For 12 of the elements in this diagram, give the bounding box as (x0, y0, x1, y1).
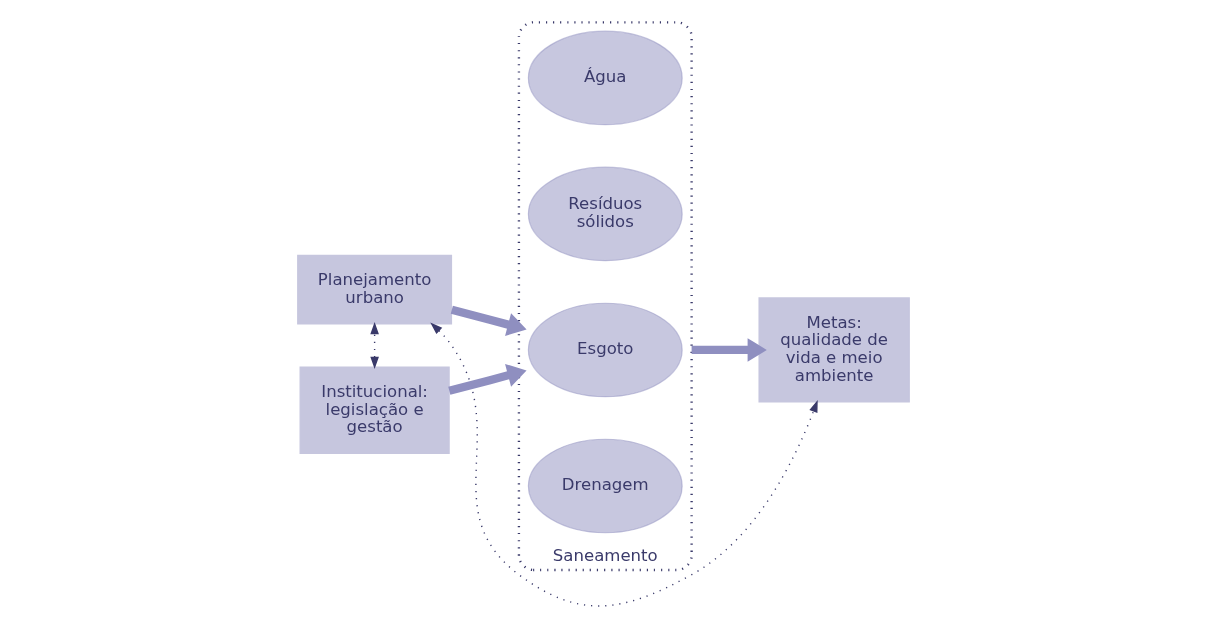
node-ellipse: Resíduos sólidos (527, 166, 683, 262)
node-ellipse: Drenagem (527, 438, 683, 534)
node-ellipse: Água (527, 30, 683, 126)
node-ellipse: Esgoto (527, 302, 683, 398)
node-box: Planejamento urbano (296, 254, 452, 325)
arrow (429, 322, 818, 607)
arrow (691, 338, 767, 362)
arrow (447, 364, 527, 395)
arrow (450, 305, 527, 336)
arrow (369, 321, 379, 370)
node-box: Metas: qualidade de vida e meio ambiente (757, 297, 910, 403)
node-box: Institucional: legislação e gestão (299, 366, 450, 455)
